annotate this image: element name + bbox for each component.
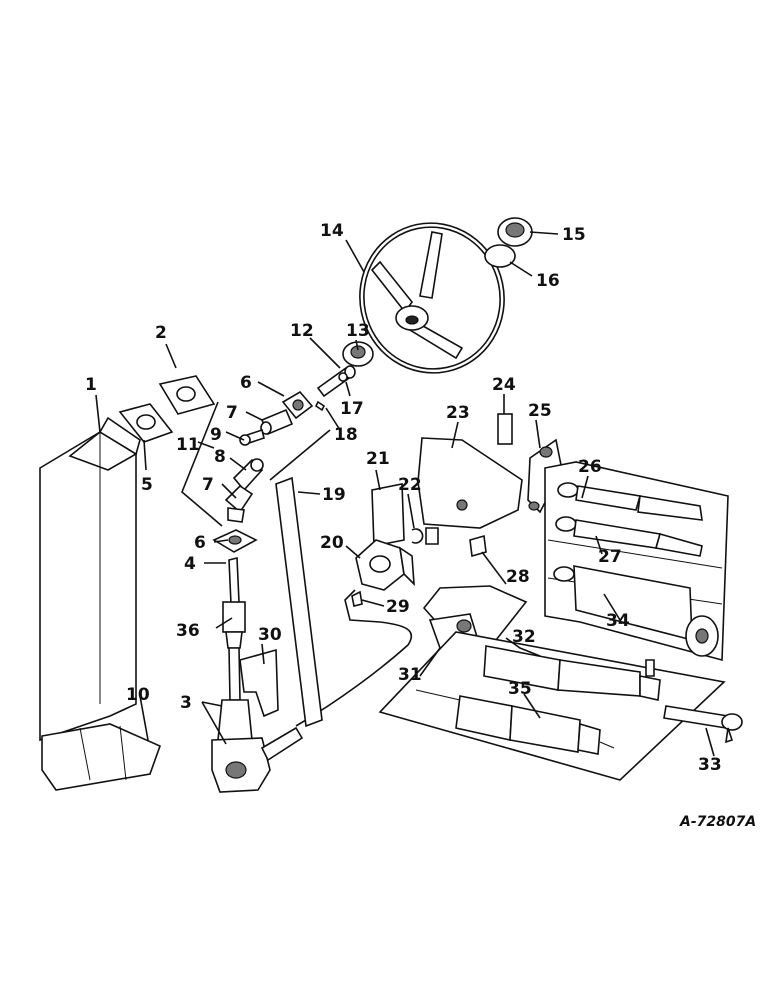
plate-2	[158, 375, 216, 415]
callout-7-upper: 7	[226, 403, 238, 423]
callout-27: 27	[598, 547, 622, 567]
callout-33: 33	[698, 755, 722, 775]
tie-rod-end-33	[663, 705, 743, 744]
retainer-ring	[484, 244, 516, 268]
u-joint-7-upper	[260, 408, 294, 436]
callout-8: 8	[214, 447, 226, 467]
tie-rod-27	[555, 516, 703, 557]
tie-rod-26	[557, 482, 703, 521]
steering-gearbox	[211, 726, 304, 793]
strip-19	[275, 476, 323, 728]
lower-cylinder-box	[378, 631, 726, 781]
column-housing-1	[39, 416, 141, 742]
u-joint-8	[232, 458, 264, 492]
column-shaft	[217, 556, 253, 741]
leader-lines	[95, 231, 715, 757]
bracket-23	[417, 437, 523, 529]
callout-2: 2	[155, 323, 167, 343]
bolt-29	[351, 590, 363, 607]
callout-30: 30	[258, 625, 282, 645]
callout-20: 20	[320, 533, 344, 553]
callout-32: 32	[512, 627, 536, 647]
callout-7-lower: 7	[202, 475, 214, 495]
hydraulic-line	[295, 589, 413, 727]
callout-11: 11	[176, 435, 200, 455]
callout-6-lower: 6	[194, 533, 206, 553]
horn-cap	[497, 217, 533, 247]
callout-25: 25	[528, 401, 552, 421]
callout-13: 13	[346, 321, 370, 341]
bearing-flange-6-lower	[212, 529, 258, 553]
callout-16: 16	[536, 271, 560, 291]
drawing-reference: A-72807A	[679, 814, 756, 830]
callout-23: 23	[446, 403, 470, 423]
callout-36: 36	[176, 621, 200, 641]
callout-3: 3	[180, 693, 192, 713]
washer-17	[338, 372, 348, 382]
bolt-9	[239, 428, 265, 446]
callout-9: 9	[210, 425, 222, 445]
u-joint-7-lower	[224, 484, 254, 523]
mounting-plate-5	[118, 403, 174, 443]
callout-21: 21	[366, 449, 390, 469]
bracket-21	[371, 483, 405, 547]
clip-22	[411, 528, 424, 544]
callout-28: 28	[506, 567, 530, 587]
cylinder-32	[483, 645, 661, 701]
callout-22: 22	[398, 475, 422, 495]
callout-15: 15	[562, 225, 586, 245]
callout-26: 26	[578, 457, 602, 477]
callout-19: 19	[322, 485, 346, 505]
bracket-outline-11	[181, 401, 223, 527]
callout-10: 10	[126, 685, 150, 705]
callout-34: 34	[606, 611, 630, 631]
callout-24: 24	[492, 375, 516, 395]
cylinder-34	[553, 565, 719, 657]
callout-14: 14	[320, 221, 344, 241]
pin-18	[314, 400, 326, 412]
plate-24	[497, 413, 513, 445]
bolt-28	[425, 527, 487, 558]
hub-13	[342, 341, 374, 367]
callout-labels: 1 2 3 4 5 6 6 7 7 8 9 10 11 12 13 14 15 …	[85, 221, 722, 775]
callout-5: 5	[141, 475, 153, 495]
callout-29: 29	[386, 597, 410, 617]
strip-19-edge	[269, 429, 331, 481]
callout-6-upper: 6	[240, 373, 252, 393]
callout-17: 17	[340, 399, 364, 419]
callout-35: 35	[508, 679, 532, 699]
bearing-flange-6-upper	[281, 390, 314, 420]
callout-1: 1	[85, 375, 97, 395]
steering-wheel	[359, 222, 505, 374]
base-bracket-10	[41, 723, 162, 791]
callout-4: 4	[184, 554, 196, 574]
callout-31: 31	[398, 665, 422, 685]
callout-12: 12	[290, 321, 314, 341]
cylinder-35	[415, 689, 615, 755]
callout-18: 18	[334, 425, 358, 445]
bracket-20	[355, 539, 415, 591]
bracket-30	[239, 648, 279, 718]
